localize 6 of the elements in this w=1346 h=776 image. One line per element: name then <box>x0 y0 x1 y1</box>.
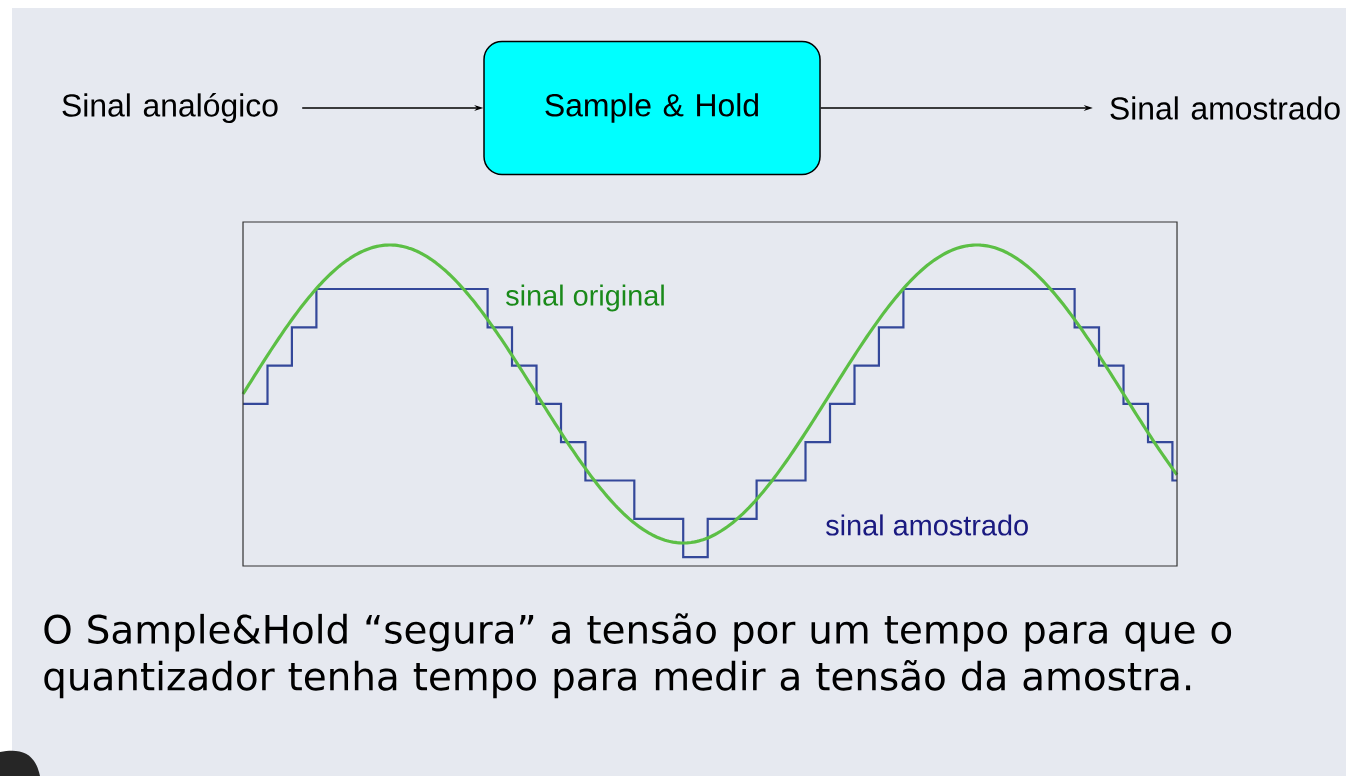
process-box: Sample & Hold <box>483 40 821 176</box>
note-text: O Sample&Hold “segura” a tensão por um tempo para que o quantizador tenha tempo para medir a tensão da amostra. <box>44 613 1232 699</box>
input-label: Sinal analógico <box>62 92 278 124</box>
curve-label: sinal original <box>506 284 664 312</box>
curve-label: sinal amostrado <box>826 514 1028 536</box>
output-label: Sinal amostrado <box>1110 96 1340 120</box>
